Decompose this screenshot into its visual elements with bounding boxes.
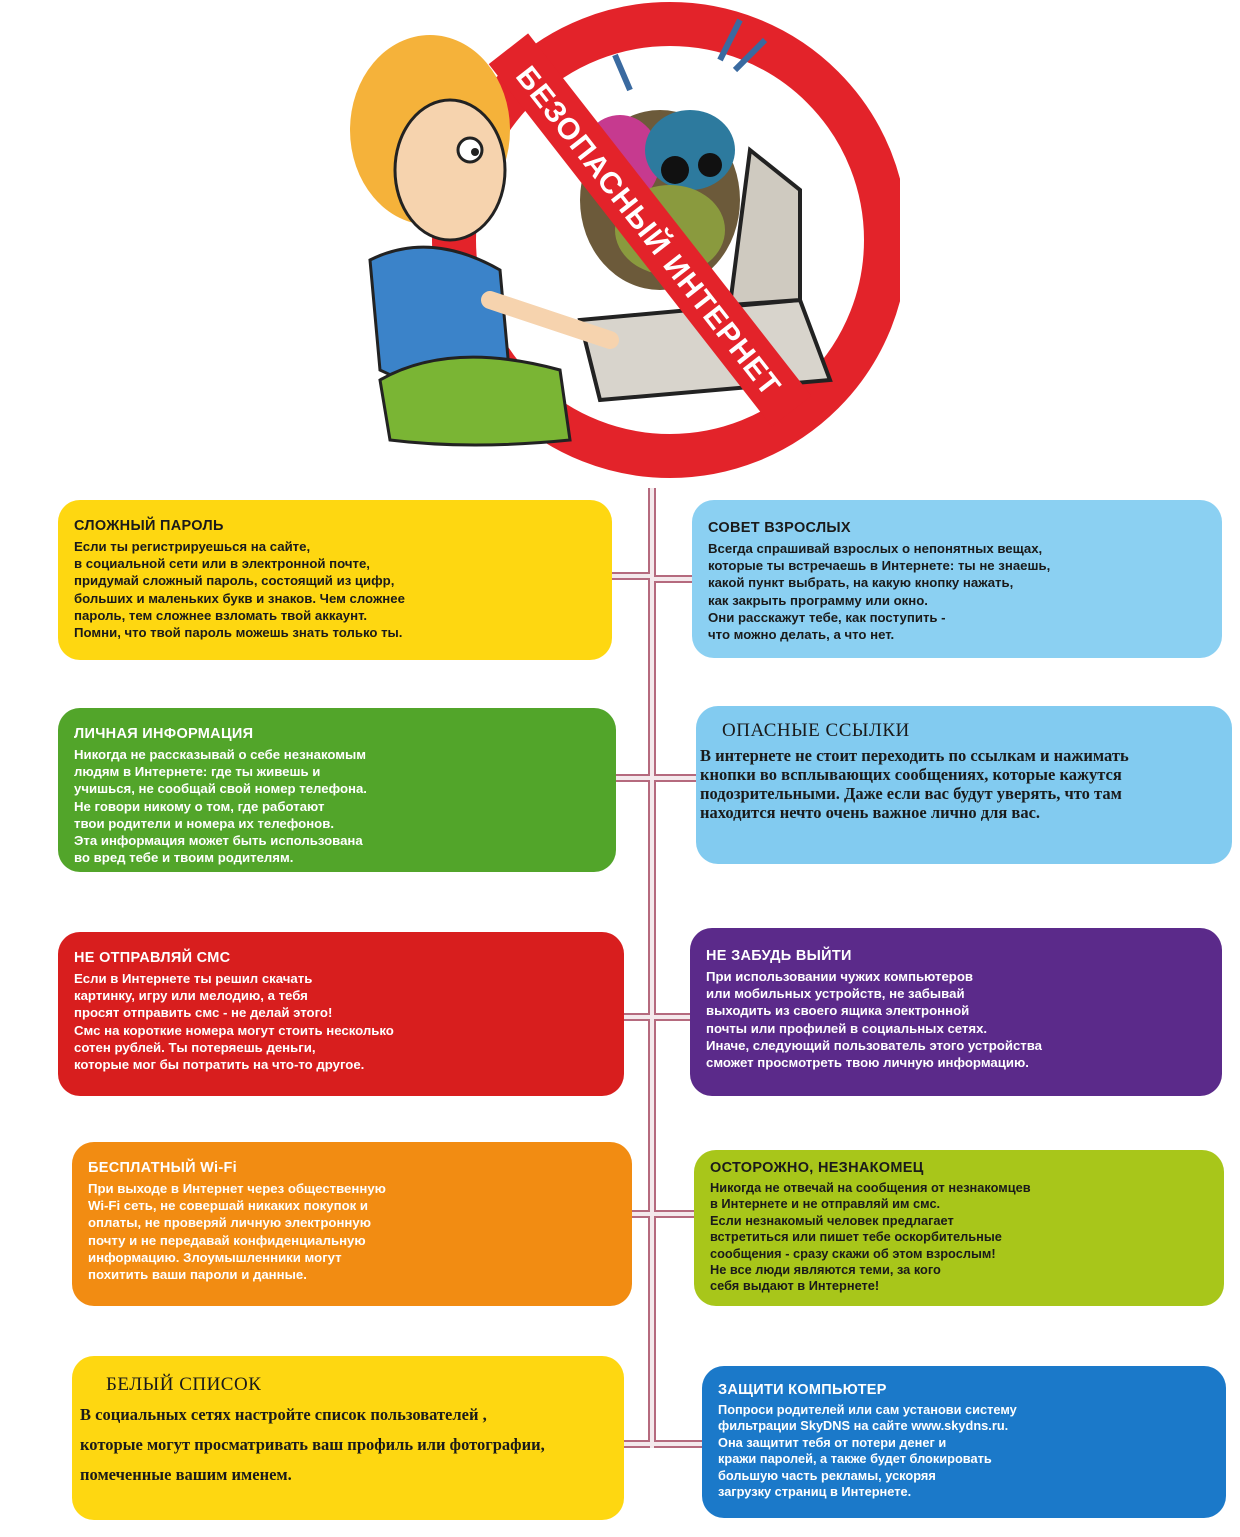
timeline-tick [654, 1440, 702, 1448]
card-text: Никогда не рассказывай о себе незнакомым… [74, 747, 367, 866]
timeline-tick [630, 1210, 650, 1218]
no-entry-sign-icon: БЕЗОПАСНЫЙ ИНТЕРНЕТ [350, 2, 908, 478]
timeline-line [648, 488, 656, 1448]
card-text: При выходе в Интернет через общественную… [88, 1181, 386, 1283]
card-text: Попроси родителей или сам установи систе… [718, 1402, 1017, 1500]
card-no-sms: НЕ ОТПРАВЛЯЙ СМС Если в Интернете ты реш… [58, 932, 624, 1096]
card-title: НЕ ОТПРАВЛЯЙ СМС [74, 950, 231, 966]
card-title: ЛИЧНАЯ ИНФОРМАЦИЯ [74, 726, 254, 742]
timeline-tick [622, 1440, 650, 1448]
card-free-wifi: БЕСПЛАТНЫЙ Wi-Fi При выходе в Интернет ч… [72, 1142, 632, 1306]
card-text: Всегда спрашивай взрослых о непонятных в… [708, 541, 1051, 643]
timeline-tick [654, 575, 694, 583]
card-title: ОПАСНЫЕ ССЫЛКИ [722, 720, 910, 741]
card-text: Никогда не отвечай на сообщения от незна… [710, 1180, 1031, 1294]
card-text: При использовании чужих компьютеров или … [706, 969, 1043, 1071]
timeline-tick [654, 774, 696, 782]
card-title: НЕ ЗАБУДЬ ВЫЙТИ [706, 948, 852, 964]
timeline-tick [654, 1210, 696, 1218]
timeline-tick [610, 572, 650, 580]
child-illustration [350, 35, 619, 447]
header-illustration: БЕЗОПАСНЫЙ ИНТЕРНЕТ [330, 0, 908, 490]
card-title: ОСТОРОЖНО, НЕЗНАКОМЕЦ [710, 1160, 924, 1176]
card-adult-advice: СОВЕТ ВЗРОСЛЫХ Всегда спрашивай взрослых… [692, 500, 1222, 658]
card-title: ЗАЩИТИ КОМПЬЮТЕР [718, 1382, 887, 1398]
timeline-tick [654, 1013, 692, 1021]
card-text: В интернете не стоит переходить по ссылк… [700, 746, 1129, 822]
card-text: Если в Интернете ты решил скачать картин… [74, 971, 394, 1073]
card-text: В социальных сетях настройте список поль… [80, 1405, 545, 1484]
card-stranger: ОСТОРОЖНО, НЕЗНАКОМЕЦ Никогда не отвечай… [694, 1150, 1224, 1306]
timeline-tick [622, 1013, 650, 1021]
card-dangerous-links: ОПАСНЫЕ ССЫЛКИ В интернете не стоит пере… [696, 706, 1232, 864]
card-title: БЕЛЫЙ СПИСОК [106, 1374, 262, 1395]
card-personal-info: ЛИЧНАЯ ИНФОРМАЦИЯ Никогда не рассказывай… [58, 708, 616, 872]
card-title: СОВЕТ ВЗРОСЛЫХ [708, 520, 851, 536]
card-whitelist: БЕЛЫЙ СПИСОК В социальных сетях настройт… [72, 1356, 624, 1520]
card-text: Если ты регистрируешься на сайте, в соци… [74, 539, 405, 641]
card-complex-password: СЛОЖНЫЙ ПАРОЛЬ Если ты регистрируешься н… [58, 500, 612, 660]
card-protect-computer: ЗАЩИТИ КОМПЬЮТЕР Попроси родителей или с… [702, 1366, 1226, 1518]
card-logout: НЕ ЗАБУДЬ ВЫЙТИ При использовании чужих … [690, 928, 1222, 1096]
card-title: БЕСПЛАТНЫЙ Wi-Fi [88, 1160, 237, 1176]
timeline-tick [615, 774, 650, 782]
card-title: СЛОЖНЫЙ ПАРОЛЬ [74, 518, 224, 534]
